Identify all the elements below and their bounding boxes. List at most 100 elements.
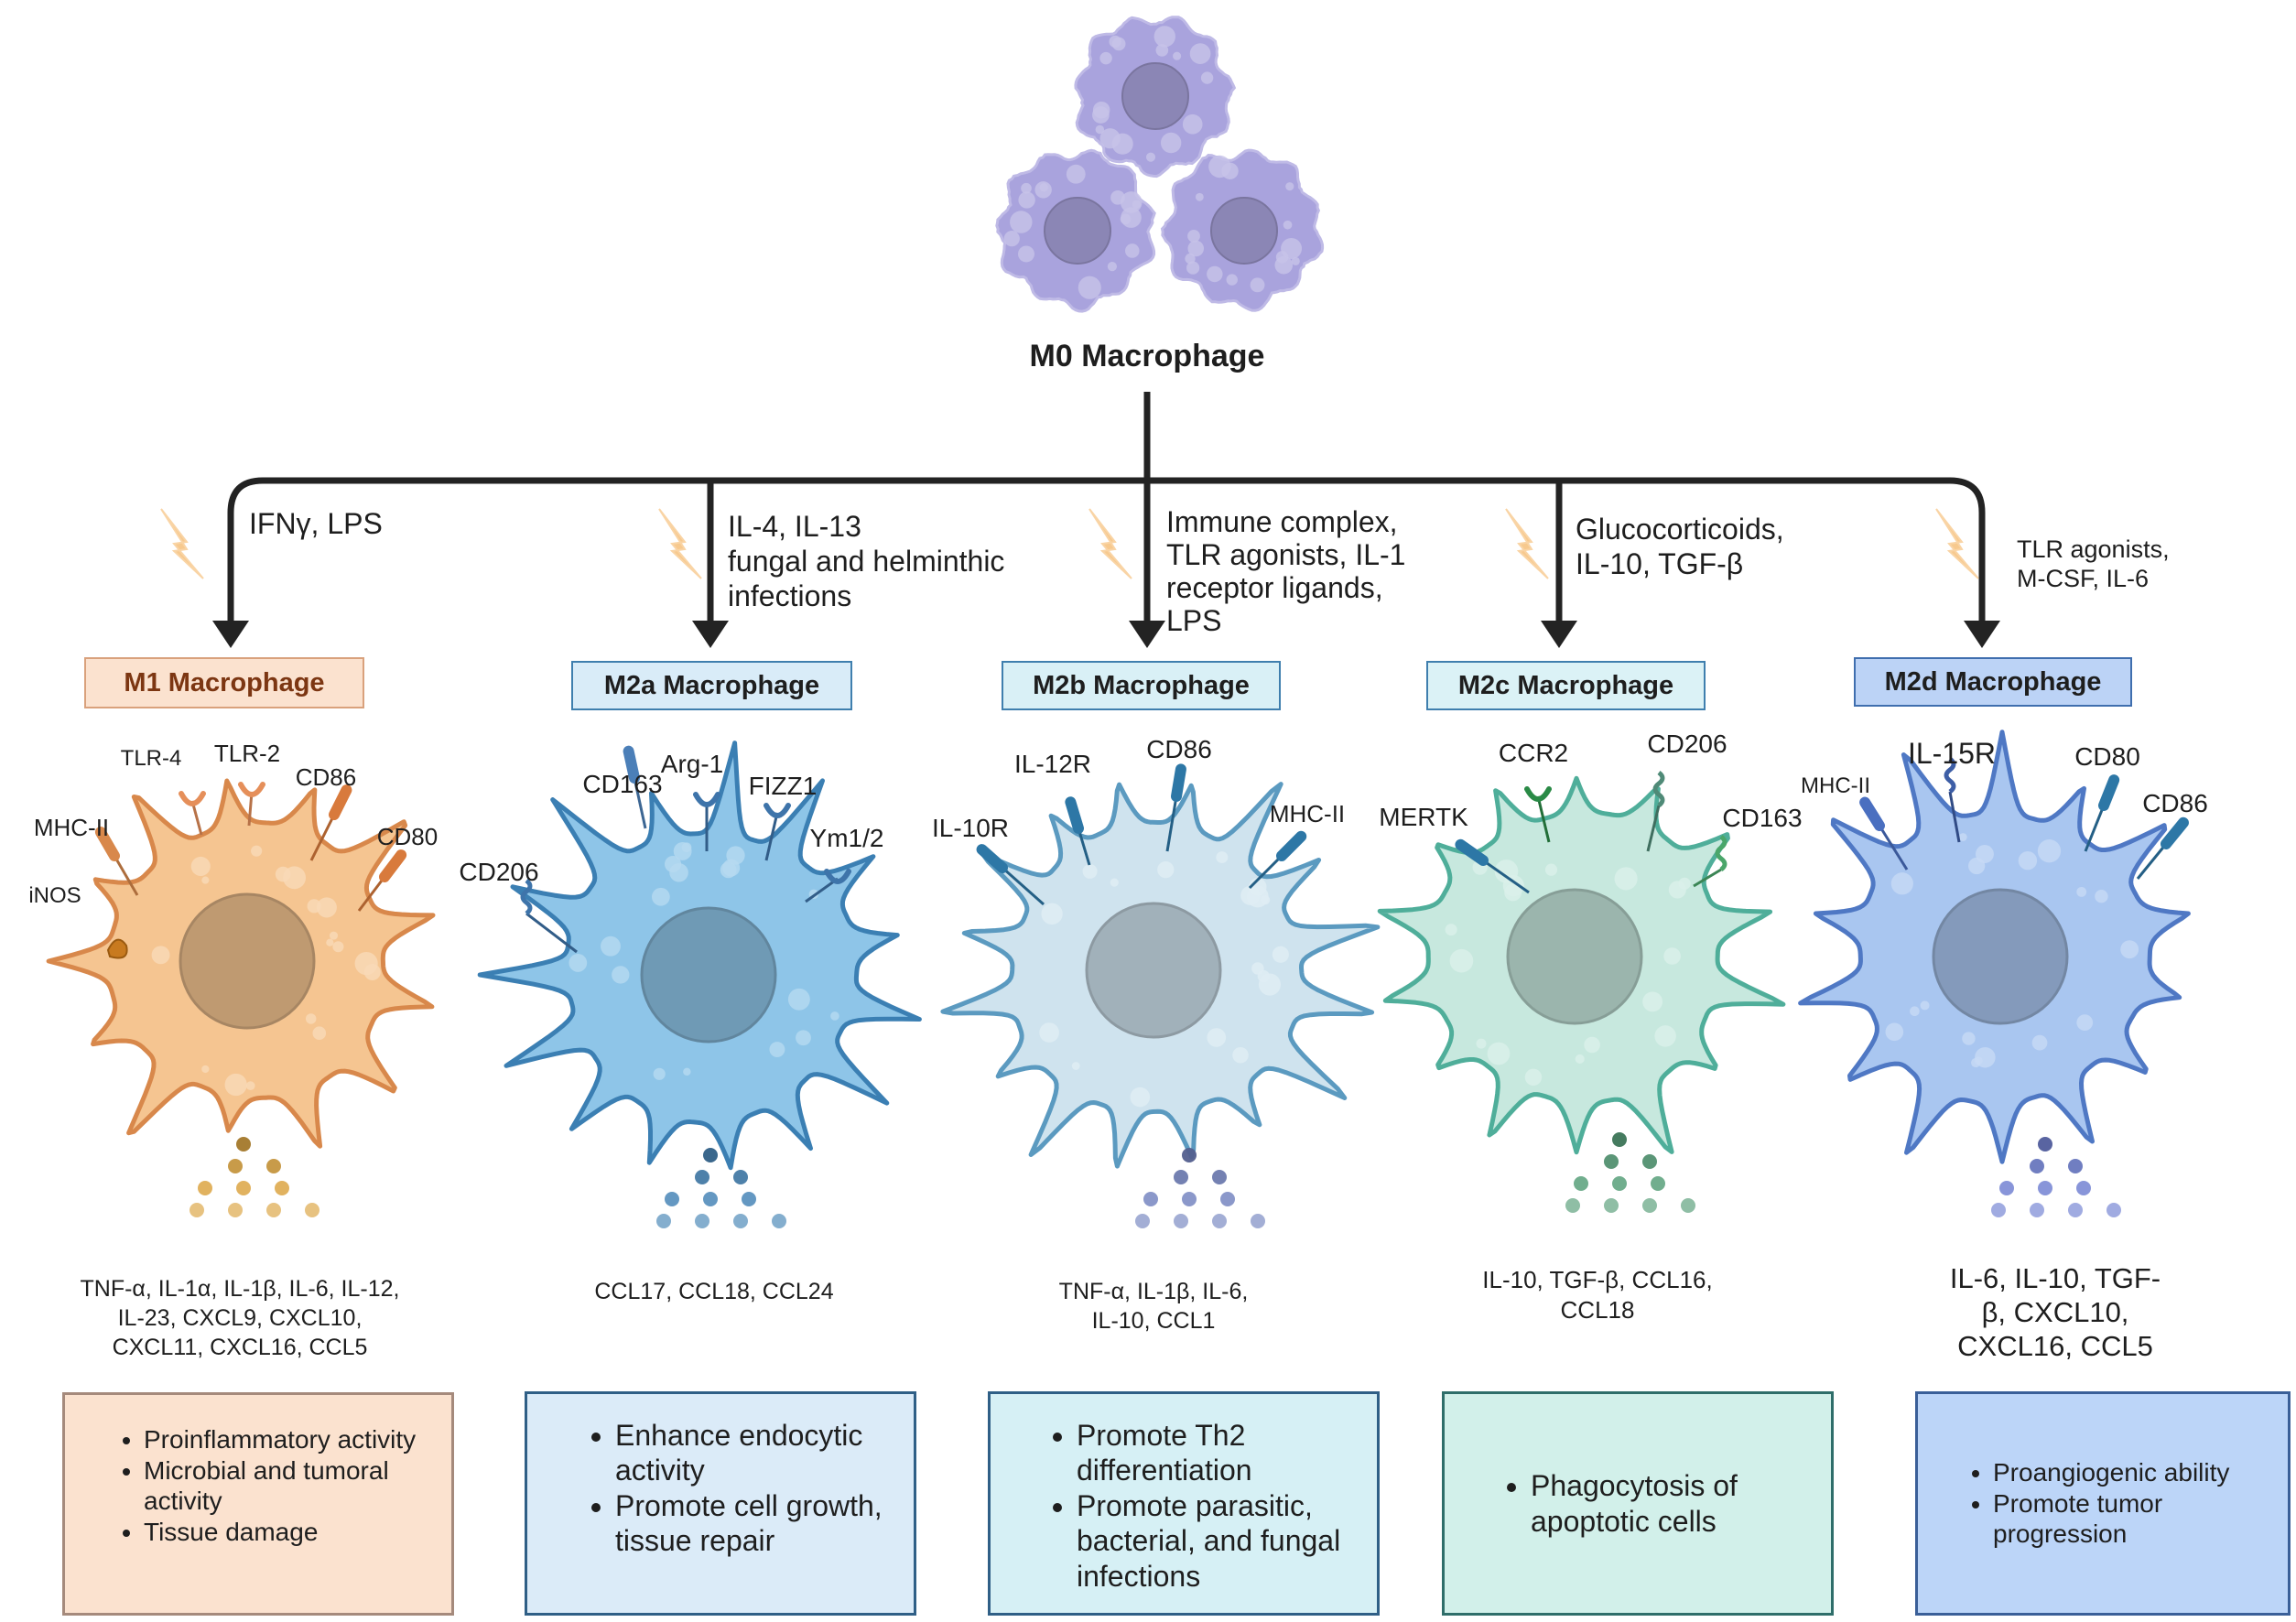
cytokine-dot bbox=[772, 1214, 786, 1228]
cytokine-line: IL-23, CXCL9, CXCL10, bbox=[117, 1304, 363, 1331]
vesicle bbox=[1195, 192, 1204, 201]
cytokines-m2a: CCL17, CCL18, CCL24 bbox=[549, 1278, 879, 1307]
vesicle bbox=[1121, 207, 1142, 228]
vesicle bbox=[283, 866, 307, 890]
cytokines-m2b: TNF-α, IL-1β, IL-6, IL-10, CCL1 bbox=[1025, 1278, 1282, 1336]
marker-label: CD86 bbox=[296, 763, 356, 791]
receptor-icon bbox=[179, 791, 206, 836]
cytokine-line: CXCL16, CCL5 bbox=[1957, 1330, 2153, 1363]
vesicle bbox=[1910, 1006, 1920, 1017]
function-box-m2a: Enhance endocytic activity Promote cell … bbox=[525, 1391, 916, 1616]
nucleus-m2d bbox=[1932, 888, 2069, 1025]
cytokine-line: CCL18 bbox=[1560, 1296, 1635, 1325]
marker-label: CD206 bbox=[459, 858, 538, 886]
vesicle bbox=[1207, 265, 1223, 283]
receptor-icon bbox=[357, 849, 407, 912]
cytokine-line: TNF-α, IL-1β, IL-6, bbox=[1058, 1279, 1249, 1304]
branch-arrows bbox=[227, 392, 1986, 627]
receptor-head bbox=[1524, 786, 1552, 802]
vesicle bbox=[1160, 132, 1182, 154]
vesicle bbox=[1575, 1054, 1585, 1065]
stimulus-line: TLR agonists, bbox=[2017, 535, 2170, 563]
function-item: Proinflammatory activity bbox=[144, 1424, 451, 1455]
vesicle bbox=[722, 859, 741, 877]
marker-label: IL-15R bbox=[1908, 737, 1996, 770]
cell-m2c bbox=[1377, 775, 1786, 1155]
cytokine-dot bbox=[190, 1203, 204, 1217]
receptor-icon bbox=[1248, 830, 1307, 890]
vesicle bbox=[569, 954, 588, 972]
receptor-head bbox=[693, 792, 720, 807]
function-box-m2c: Phagocytosis of apoptotic cells bbox=[1442, 1391, 1834, 1616]
cytokine-dots bbox=[190, 1132, 2121, 1228]
vesicle bbox=[2095, 889, 2108, 903]
cytokine-dot bbox=[266, 1159, 281, 1173]
receptor-head bbox=[1715, 835, 1727, 871]
vesicle bbox=[1185, 253, 1196, 265]
vesicle bbox=[224, 1073, 247, 1097]
stimulus-bolts bbox=[160, 508, 1979, 579]
vesicle bbox=[1039, 1022, 1059, 1043]
marker-label: CD86 bbox=[1146, 735, 1212, 763]
receptor-icon bbox=[1646, 771, 1665, 852]
vesicle bbox=[1487, 1042, 1511, 1065]
cytokine-dot bbox=[1174, 1170, 1188, 1184]
vesicle bbox=[1920, 1000, 1930, 1011]
cytokine-dot bbox=[742, 1192, 756, 1206]
receptor-stalk bbox=[1165, 795, 1178, 852]
receptor-icon bbox=[623, 745, 647, 829]
vesicle bbox=[1125, 243, 1140, 258]
vesicle bbox=[312, 1026, 327, 1041]
marker-label: iNOS bbox=[28, 883, 81, 908]
vesicle bbox=[1207, 1028, 1227, 1047]
vesicle bbox=[1968, 857, 1986, 875]
vesicle bbox=[1524, 1068, 1543, 1087]
receptor-icon bbox=[1165, 763, 1186, 852]
vesicle bbox=[1208, 155, 1231, 178]
marker-label: CD163 bbox=[582, 770, 662, 798]
vesicle bbox=[1494, 860, 1519, 883]
vesicle bbox=[1003, 231, 1020, 247]
cytokine-dot bbox=[695, 1170, 709, 1184]
vesicle bbox=[1584, 1036, 1600, 1054]
nucleus-m2a bbox=[640, 906, 777, 1043]
vesicle bbox=[1445, 924, 1457, 936]
cytokine-line: IL-10, TGF-β, CCL16, bbox=[1482, 1266, 1713, 1293]
cytokine-dot bbox=[305, 1203, 319, 1217]
vesicle bbox=[830, 1011, 839, 1021]
marker-label: MHC-II bbox=[1801, 773, 1870, 798]
lightning-bolt-icon bbox=[1935, 508, 1979, 579]
vesicle bbox=[1107, 262, 1118, 272]
stimulus-line: receptor ligands, bbox=[1166, 571, 1383, 605]
function-item: Promote tumor progression bbox=[1993, 1488, 2269, 1550]
vesicle bbox=[1962, 1032, 1976, 1045]
vesicle bbox=[1642, 991, 1663, 1012]
vesicle bbox=[1476, 1038, 1487, 1049]
receptor-stalk bbox=[2136, 843, 2168, 880]
label-m1: M1 Macrophage bbox=[84, 657, 364, 708]
cytokine-dot bbox=[198, 1181, 212, 1195]
stimulus-line: IL-4, IL-13 bbox=[728, 510, 861, 543]
label-m2c: M2c Macrophage bbox=[1426, 661, 1706, 710]
stimulus-m2a: IL-4, IL-13 fungal and helminthic infect… bbox=[728, 510, 1004, 613]
marker-label: MERTK bbox=[1379, 803, 1468, 831]
receptor-icon bbox=[1693, 835, 1727, 888]
cytokines-m2d: IL-6, IL-10, TGF- β, CXCL10, CXCL16, CCL… bbox=[1932, 1261, 2179, 1364]
receptor-icon bbox=[2136, 816, 2189, 880]
receptor-icon bbox=[764, 803, 791, 861]
vesicle bbox=[1975, 1046, 1996, 1068]
cytokine-dot bbox=[2038, 1181, 2052, 1195]
cytokine-dot bbox=[733, 1170, 748, 1184]
cytokine-dot bbox=[2076, 1181, 2091, 1195]
vesicle bbox=[1021, 182, 1032, 194]
vesicle bbox=[1132, 200, 1142, 210]
receptor-stalk bbox=[309, 814, 336, 861]
receptor-icon bbox=[1455, 838, 1530, 894]
vesicle bbox=[769, 1042, 785, 1057]
cytokine-dot bbox=[703, 1148, 718, 1162]
vesicle bbox=[1157, 860, 1175, 879]
vesicle bbox=[1504, 883, 1522, 902]
vesicle bbox=[612, 966, 630, 984]
vesicle bbox=[1145, 152, 1156, 162]
